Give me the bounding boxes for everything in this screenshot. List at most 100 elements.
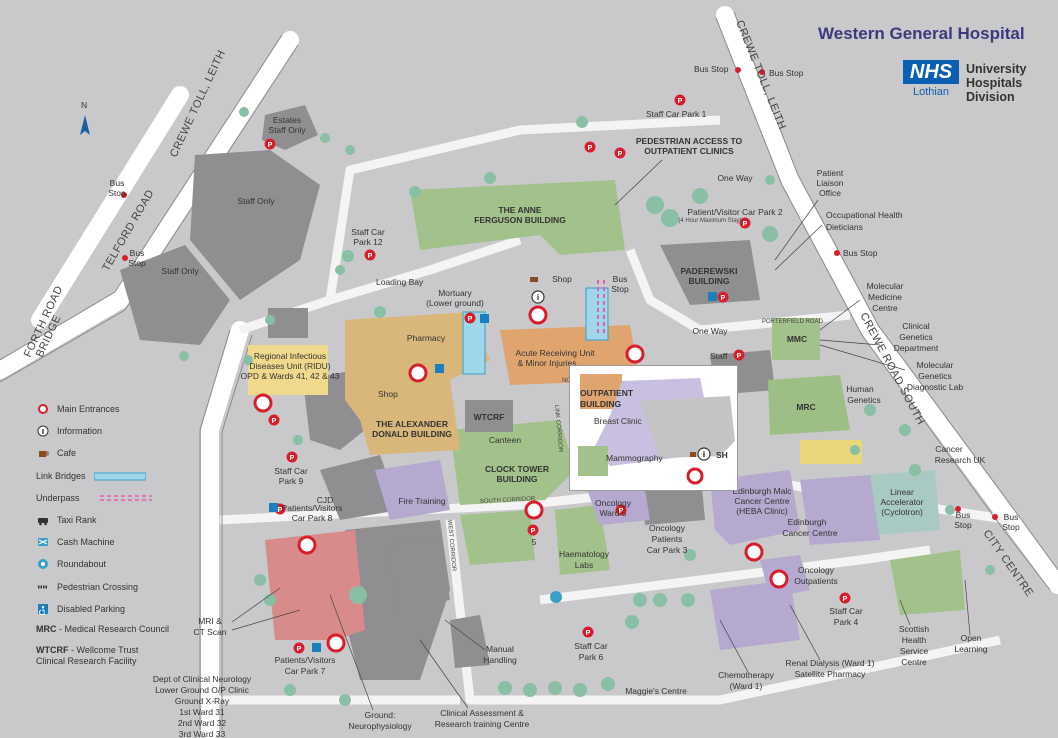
open-learning-label-2: Learning	[954, 644, 987, 654]
neurology-label-4: 1st Ward 31	[179, 707, 225, 717]
bus-stop-city-b-1: Bus	[1004, 512, 1019, 522]
staff-car-park-9-label-1: Staff Car	[274, 466, 308, 476]
taxi-icon	[36, 514, 50, 526]
staff-car-park-12-label-1: Staff Car	[351, 227, 385, 237]
oncology-ward5-label-1: Oncology	[595, 498, 632, 508]
area-labels: Estates Staff Only Staff Only Staff Only…	[108, 64, 1020, 738]
alexander-donald-label-2: DONALD BUILDING	[372, 429, 452, 439]
entrance-ridu	[253, 393, 273, 413]
staff-car-park-1-label: Staff Car Park 1	[646, 109, 707, 119]
staff-label: Staff	[710, 351, 728, 361]
bus-stop-city-a-1: Bus	[956, 510, 971, 520]
legend-item: Cash Machine	[36, 531, 216, 553]
edinburgh-cancer-label-2: Cancer Centre	[782, 528, 838, 538]
legend-label: Underpass	[36, 492, 80, 503]
patient-liaison-label-2: Liaison	[817, 178, 844, 188]
trees	[179, 107, 995, 706]
clinical-genetics-label-2: Genetics	[899, 332, 933, 342]
svg-text:P: P	[618, 151, 623, 158]
open-learning-label-1: Open	[961, 633, 982, 643]
svg-text:P: P	[721, 295, 726, 302]
legend-wtcrf-note-2: Clinical Research Facility	[36, 655, 137, 666]
cancer-research-label-2: Research UK	[935, 455, 986, 465]
bus-stop-right: Bus Stop	[843, 248, 878, 258]
inset-sh: SH	[716, 450, 728, 460]
legend-label: Taxi Rank	[57, 515, 97, 526]
oncology-cp3-label-2: Patients	[652, 534, 683, 544]
ridu-label-3: OPD & Wards 41, 42 & 43	[241, 371, 340, 381]
neurology-label-1: Dept of Clinical Neurology	[153, 674, 252, 684]
staff-only-label-2: Staff Only	[161, 266, 199, 276]
wtcrf-building	[465, 400, 513, 432]
parking-mortuary	[464, 312, 476, 324]
wtcrf-text: - Wellcome Trust	[68, 644, 139, 655]
svg-text:P: P	[619, 508, 624, 515]
parking-bus-top-a	[735, 67, 741, 73]
scottish-health-label-4: Centre	[901, 657, 927, 667]
entrance-anne-ferguson	[528, 305, 548, 325]
road-west-corridor: WEST CORRIDOR	[446, 520, 457, 573]
link-bridge-icon	[93, 470, 146, 482]
bus-stop-left2-1: Bus	[130, 248, 145, 258]
renal-label-2: Satellite Pharmacy	[795, 669, 867, 679]
svg-text:P: P	[843, 596, 848, 603]
molecular-genetics-label-1: Molecular	[917, 360, 954, 370]
pedestrian-crossing-icon	[36, 581, 50, 593]
patient-liaison-label-1: Patient	[817, 168, 844, 178]
paderewski-label-1: PADEREWSKI	[681, 266, 738, 276]
map-legend: Main Entrances Information Cafe Link Bri…	[36, 398, 216, 667]
number-5-label: 5	[532, 537, 537, 547]
oncology-outpatients-label-1: Oncology	[798, 565, 835, 575]
leader-lines	[231, 159, 971, 711]
parking-bus-left2	[122, 255, 128, 261]
chemotherapy-label-2: (Ward 1)	[730, 681, 763, 691]
legend-label: Disabled Parking	[57, 603, 126, 614]
bus-stop-telford-1: Bus	[110, 178, 125, 188]
mrc-abbr: MRC	[36, 623, 57, 634]
legend-item: Cafe	[36, 442, 216, 464]
parking-telford	[121, 192, 127, 198]
cancer-research-label-1: Cancer	[935, 444, 963, 454]
svg-text:P: P	[268, 142, 273, 149]
svg-text:P: P	[272, 418, 277, 425]
legend-label: Roundabout	[57, 559, 107, 570]
entrance-acute	[625, 344, 645, 364]
parking-staff	[733, 349, 745, 361]
oncology-cp3-label-1: Oncology	[649, 523, 686, 533]
clock-tower-label-2: BUILDING	[496, 474, 537, 484]
parking-markers[interactable]: PPP PPP PPP PPP PPP PP	[121, 67, 998, 654]
parking-estates	[264, 138, 276, 150]
information-marker[interactable]: i	[531, 290, 545, 304]
ridu-label-2: Diseases Unit (RIDU)	[249, 361, 330, 371]
paderewski-label-2: BUILDING	[688, 276, 729, 286]
nhs-logo: NHS Lothian	[903, 60, 959, 98]
north-arrow-icon	[80, 115, 90, 135]
mri-label-2: CT Scan	[194, 627, 227, 637]
legend-label: Pedestrian Crossing	[57, 581, 139, 592]
svg-text:P: P	[531, 528, 536, 535]
bus-stop-city-b-2: Stop	[1002, 522, 1020, 532]
bus-stop-city-a-2: Stop	[954, 520, 972, 530]
edinburgh-cancer-label-1: Edinburgh	[788, 517, 827, 527]
parking-staff-12	[364, 249, 376, 261]
legend-label: Information	[57, 426, 103, 437]
staff-car-park-9-label-2: Park 9	[279, 476, 304, 486]
renal-label-1: Renal Dialysis (Ward 1)	[786, 658, 875, 668]
human-genetics-label-1: Human	[846, 384, 874, 394]
linear-accelerator-label-1: Linear	[890, 487, 914, 497]
car-park-8-label-2: Car Park 8	[292, 513, 333, 523]
maggies-label: Maggie's Centre	[625, 686, 687, 696]
road-porterfield: PORTERFIELD ROAD	[762, 319, 824, 325]
svg-text:P: P	[278, 507, 283, 514]
legend-wtcrf-note: WTCRF - Wellcome Trust	[36, 645, 216, 656]
occ-health-label-1: Occupational Health	[826, 210, 903, 220]
parking-car-park-7	[293, 642, 305, 654]
parking-5	[527, 524, 539, 536]
legend-item: Taxi Rank	[36, 509, 216, 531]
main-entrances[interactable]	[253, 305, 789, 653]
edinburgh-malcolm-label-1: Edinburgh Malc	[732, 486, 792, 496]
inset-mammography: Mammography	[606, 453, 663, 463]
legend-item: Link Bridges	[36, 465, 216, 487]
svg-text:P: P	[678, 98, 683, 105]
